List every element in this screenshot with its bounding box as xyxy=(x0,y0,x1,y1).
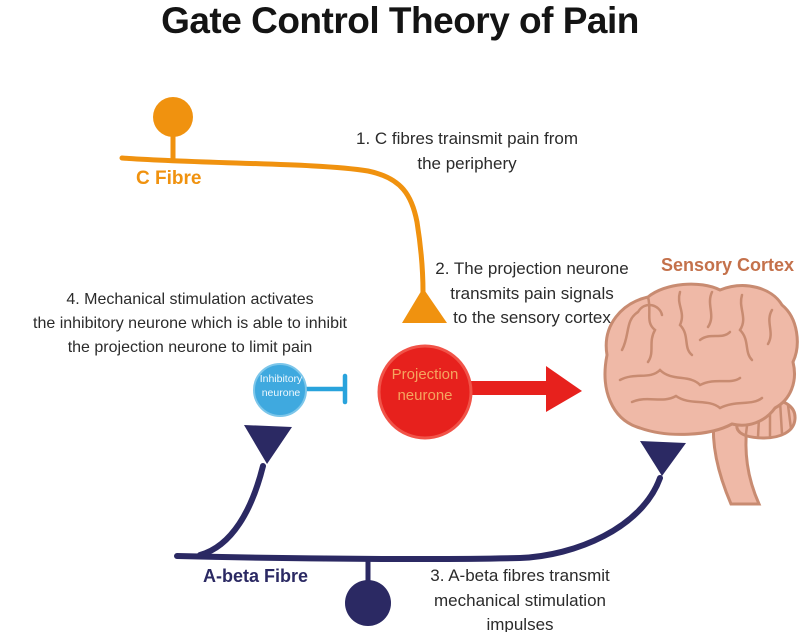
c-fibre-axon xyxy=(119,155,426,295)
annotation-step4: 4. Mechanical stimulation activates the … xyxy=(33,291,347,356)
c-fibre-cell-body xyxy=(153,97,193,137)
a-beta-cell-body xyxy=(345,580,391,626)
projection-neurone xyxy=(377,344,582,440)
projection-arrow-head xyxy=(546,366,582,412)
c-fibre-label: C Fibre xyxy=(136,168,202,189)
a-beta-branch-to-inhibitory xyxy=(197,463,266,558)
projection-cell-body xyxy=(377,344,473,440)
a-beta-axon xyxy=(174,475,663,563)
a-beta-synapse-to-brain xyxy=(640,441,686,476)
a-beta-fibre-label: A-beta Fibre xyxy=(203,566,309,586)
annotation-step2: 2. The projection neurone transmits pain… xyxy=(435,259,629,328)
a-beta-synapse-to-inhibitory xyxy=(244,425,292,464)
a-beta-fibre xyxy=(174,425,686,626)
projection-arrow-shaft xyxy=(458,381,550,395)
projection-neurone-label: Projection neurone xyxy=(391,366,459,404)
brain-illustration xyxy=(603,282,799,506)
inhibitory-neurone-label: Inhibitory neurone xyxy=(259,373,303,400)
annotation-step3: 3. A-beta fibres transmit mechanical sti… xyxy=(430,566,610,632)
inhibitory-cell-body xyxy=(253,363,307,417)
page-title: Gate Control Theory of Pain xyxy=(161,0,639,41)
cerebrum-gyri xyxy=(618,290,774,410)
c-fibre xyxy=(119,97,447,323)
cerebrum xyxy=(603,282,799,436)
annotation-step1: 1. C fibres trainsmit pain from the peri… xyxy=(355,129,578,173)
inhibitory-neurone xyxy=(253,363,348,417)
sensory-cortex-label: Sensory Cortex xyxy=(660,255,794,275)
c-fibre-synapse-terminal xyxy=(402,288,447,323)
brainstem xyxy=(711,416,762,506)
